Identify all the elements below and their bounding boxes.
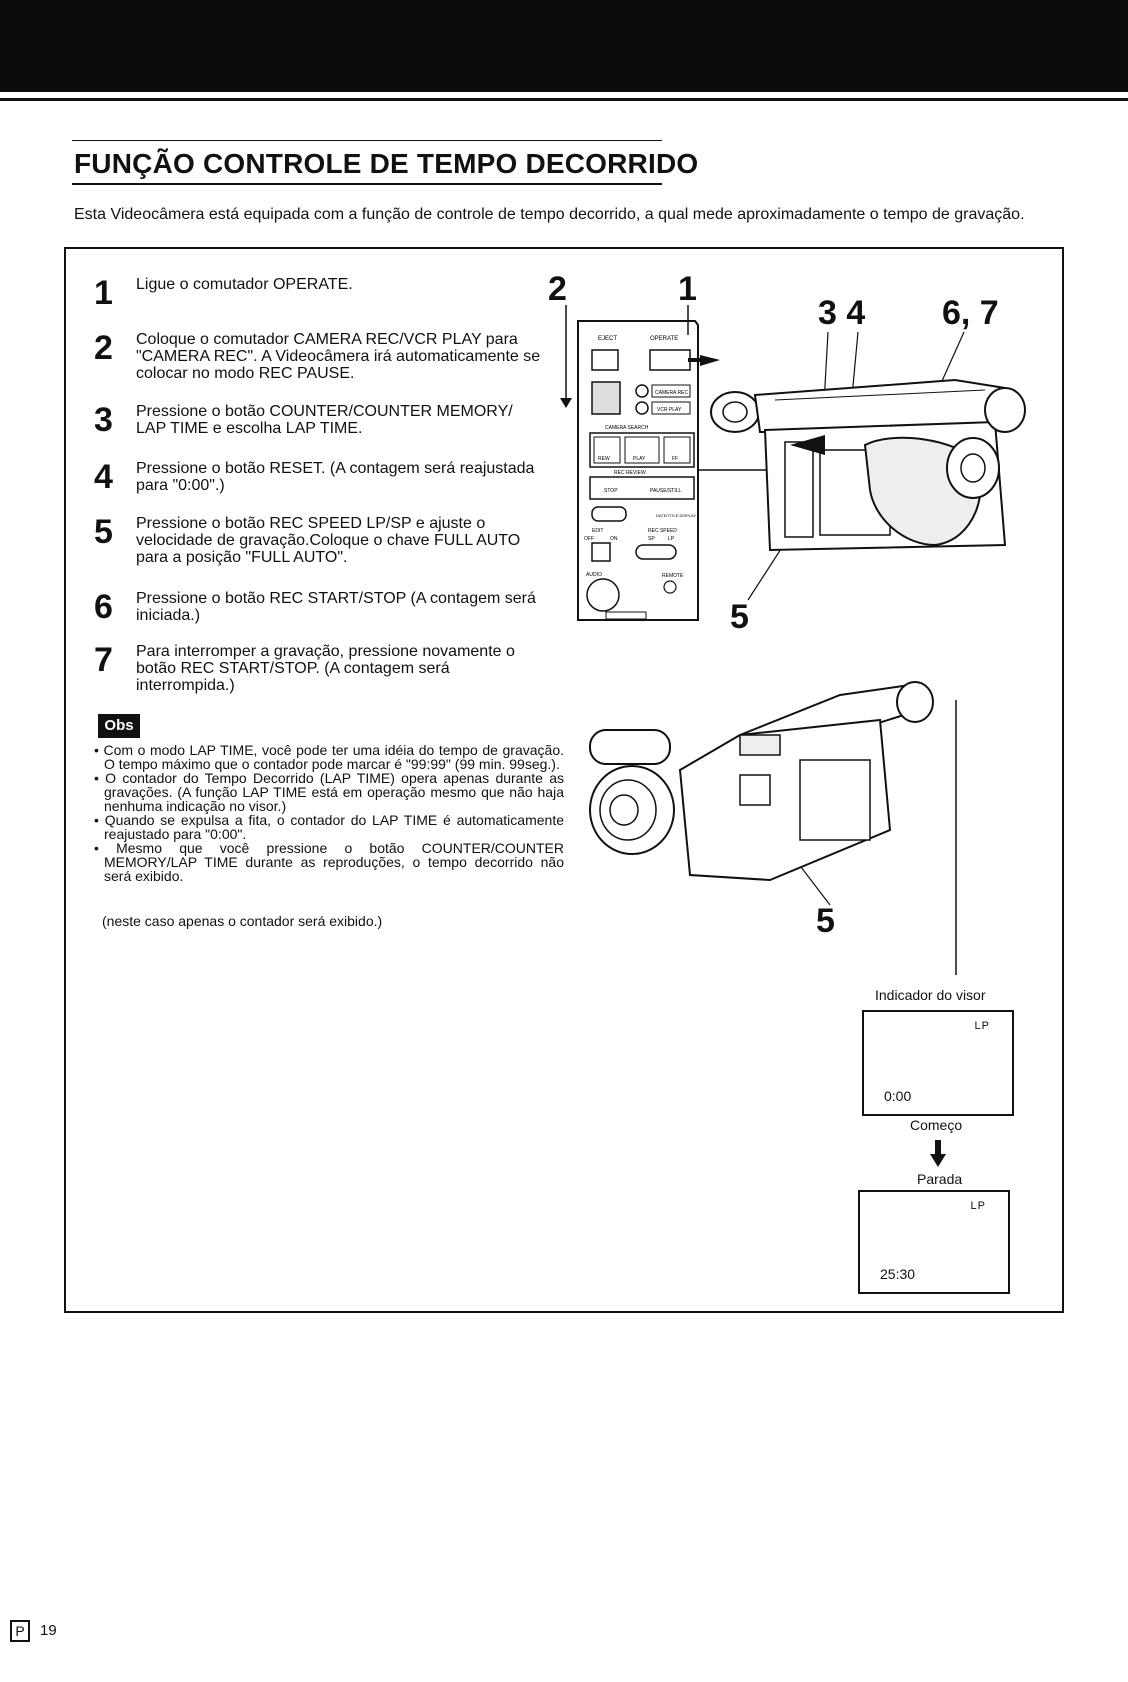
- rew-label: REW: [598, 456, 610, 462]
- vf-mode-label: LP: [970, 1200, 986, 1212]
- rew-button: [593, 436, 621, 464]
- obs-badge: Obs: [98, 714, 140, 738]
- step-number: 1: [94, 274, 113, 312]
- step-text: Pressione o botão RESET. (A contagem ser…: [136, 460, 535, 494]
- play-label: PLAY: [633, 456, 646, 462]
- sp-label: SP: [648, 536, 655, 542]
- vf-mode-label: LP: [974, 1020, 990, 1032]
- step-text: Pressione o botão REC START/STOP (A cont…: [136, 590, 536, 624]
- lens-front-icon: [984, 387, 1026, 433]
- step-text: Coloque o comutador CAMERA REC/VCR PLAY …: [136, 331, 541, 382]
- top-rule: [0, 98, 1128, 101]
- arrow-down-icon: [560, 398, 572, 408]
- callout-3-4: 3 4: [818, 294, 866, 332]
- step-number: 3: [94, 401, 113, 439]
- vf-time-display: 0:00: [884, 1088, 912, 1104]
- page-number: 19: [40, 1622, 57, 1639]
- top-black-band: [0, 0, 1128, 92]
- edit-label: EDIT: [592, 528, 603, 534]
- eyecup-icon: [896, 681, 934, 723]
- callout-5-top: 5: [730, 598, 749, 636]
- rec-review-label: REC REVIEW: [614, 470, 646, 476]
- viewfinder-caption: Indicador do visor: [875, 987, 986, 1003]
- microphone-icon: [589, 729, 671, 765]
- edit-switch: [591, 542, 611, 562]
- date-title-label: DATE/TITLE DISPLAY: [656, 513, 696, 518]
- step-text: Pressione o botão REC SPEED LP/SP e ajus…: [136, 515, 521, 566]
- step-number: 2: [94, 329, 113, 367]
- rec-speed-switch: [635, 544, 677, 560]
- date-title-button: [591, 506, 627, 522]
- callout-1: 1: [678, 270, 697, 308]
- obs-notes: • Com o modo LAP TIME, você pode ter uma…: [94, 743, 564, 883]
- ff-button: [663, 436, 691, 464]
- camera-rec-label: CAMERA REC: [655, 390, 688, 396]
- audio-label: AUDIO: [586, 572, 602, 578]
- panel-latch: [605, 611, 647, 620]
- obs-final-note: (neste caso apenas o contador será exibi…: [102, 913, 383, 929]
- stop-pause-group: [589, 476, 695, 500]
- side-panel: [784, 441, 814, 538]
- camera-rec-lamp: [651, 384, 691, 398]
- step-text: Ligue o comutador OPERATE.: [136, 276, 353, 293]
- audio-jack-icon: [586, 578, 620, 612]
- camera-vcr-switch: [591, 381, 621, 415]
- camera-rec-led-icon: [635, 384, 649, 398]
- arrow-left-icon: [790, 435, 825, 455]
- obs-note: • Com o modo LAP TIME, você pode ter uma…: [94, 742, 564, 772]
- camcorder-side-illustration: [589, 681, 934, 882]
- intro-paragraph: Esta Videocâmera está equipada com a fun…: [74, 206, 1025, 223]
- callout-2: 2: [548, 270, 567, 308]
- rec-speed-label: REC SPEED: [648, 528, 677, 534]
- obs-note: • O contador do Tempo Decorrido (LAP TIM…: [94, 770, 564, 814]
- step-number: 4: [94, 458, 113, 496]
- ff-label: FF: [672, 456, 678, 462]
- camcorder-back-illustration: [710, 378, 1026, 552]
- eject-button: [591, 349, 619, 371]
- title-rule-bottom: [72, 183, 662, 185]
- stop-label: STOP: [604, 488, 618, 494]
- vcr-play-label: VCR PLAY: [657, 407, 682, 413]
- obs-note: • Mesmo que você pressione o botão COUNT…: [94, 840, 564, 884]
- page-language-box: P: [10, 1620, 30, 1642]
- camera-search-label: CAMERA SEARCH: [605, 425, 649, 431]
- on-label: ON: [610, 536, 618, 542]
- step-number: 7: [94, 641, 113, 679]
- vcr-play-lamp: [651, 401, 691, 415]
- remote-label: REMOTE: [662, 573, 684, 579]
- play-button: [624, 436, 660, 464]
- stop-label: Parada: [917, 1171, 963, 1187]
- content-frame: [64, 247, 1064, 1313]
- title-rule-top: [72, 140, 662, 141]
- obs-note: • Quando se expulsa a fita, o contador d…: [94, 812, 564, 842]
- vf-time-display: 25:30: [880, 1266, 916, 1282]
- arrow-right-icon: [700, 355, 720, 366]
- remote-sensor-icon: [663, 580, 677, 594]
- callout-5-bottom: 5: [816, 902, 835, 940]
- callout-6-7: 6, 7: [942, 294, 999, 332]
- off-label: OFF: [584, 536, 594, 542]
- eject-label: EJECT: [598, 336, 617, 342]
- side-switch-panel: [739, 774, 771, 806]
- start-label: Começo: [910, 1117, 963, 1133]
- lp-label: LP: [668, 536, 675, 542]
- operate-label: OPERATE: [650, 336, 678, 342]
- cassette-compartment: [799, 759, 871, 841]
- pause-still-label: PAUSE/STILL: [650, 488, 682, 494]
- step-number: 6: [94, 588, 113, 626]
- step-number: 5: [94, 513, 113, 551]
- step-text: Pressione o botão COUNTER/COUNTER MEMORY…: [136, 403, 513, 437]
- arrow-down-icon: [930, 1140, 946, 1167]
- vcr-play-led-icon: [635, 401, 649, 415]
- viewfinder-stop-screen: LP 25:30: [858, 1190, 1010, 1294]
- control-panel-illustration: EJECT OPERATE CAMERA REC VCR PLAY CAMERA…: [577, 320, 699, 621]
- viewfinder-start-screen: LP 0:00: [862, 1010, 1014, 1116]
- page-title: FUNÇÃO CONTROLE DE TEMPO DECORRIDO: [74, 148, 699, 179]
- step-text: Para interromper a gravação, pressione n…: [136, 643, 515, 694]
